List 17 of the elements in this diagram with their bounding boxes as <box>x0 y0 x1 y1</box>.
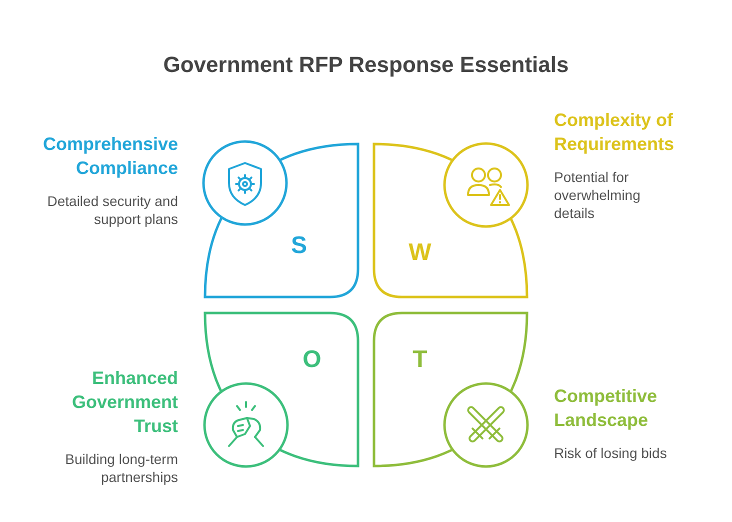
description-text: Building long-term partnerships <box>64 450 178 486</box>
heading-text: Competitive Landscape <box>554 385 658 432</box>
quadrant-shape <box>204 143 360 299</box>
heading-text: Enhanced Government Trust <box>70 367 178 438</box>
quadrant-shape <box>372 311 528 467</box>
description-text: Detailed security and support plans <box>46 192 178 228</box>
quadrant-shape <box>372 143 528 299</box>
quadrant-letter: W <box>408 239 432 267</box>
description-text: Potential for overwhelming details <box>554 168 642 222</box>
description-text: Risk of losing bids <box>554 444 668 462</box>
heading-text: Complexity of Requirements <box>554 109 676 156</box>
heading-text: Comprehensive Compliance <box>42 133 178 180</box>
title: Government RFP Response Essentials <box>162 51 570 79</box>
quadrant-letter: T <box>412 346 428 374</box>
quadrant-letter: S <box>290 232 308 260</box>
quadrant-letter: O <box>302 346 322 374</box>
quadrant-shape <box>204 311 360 467</box>
